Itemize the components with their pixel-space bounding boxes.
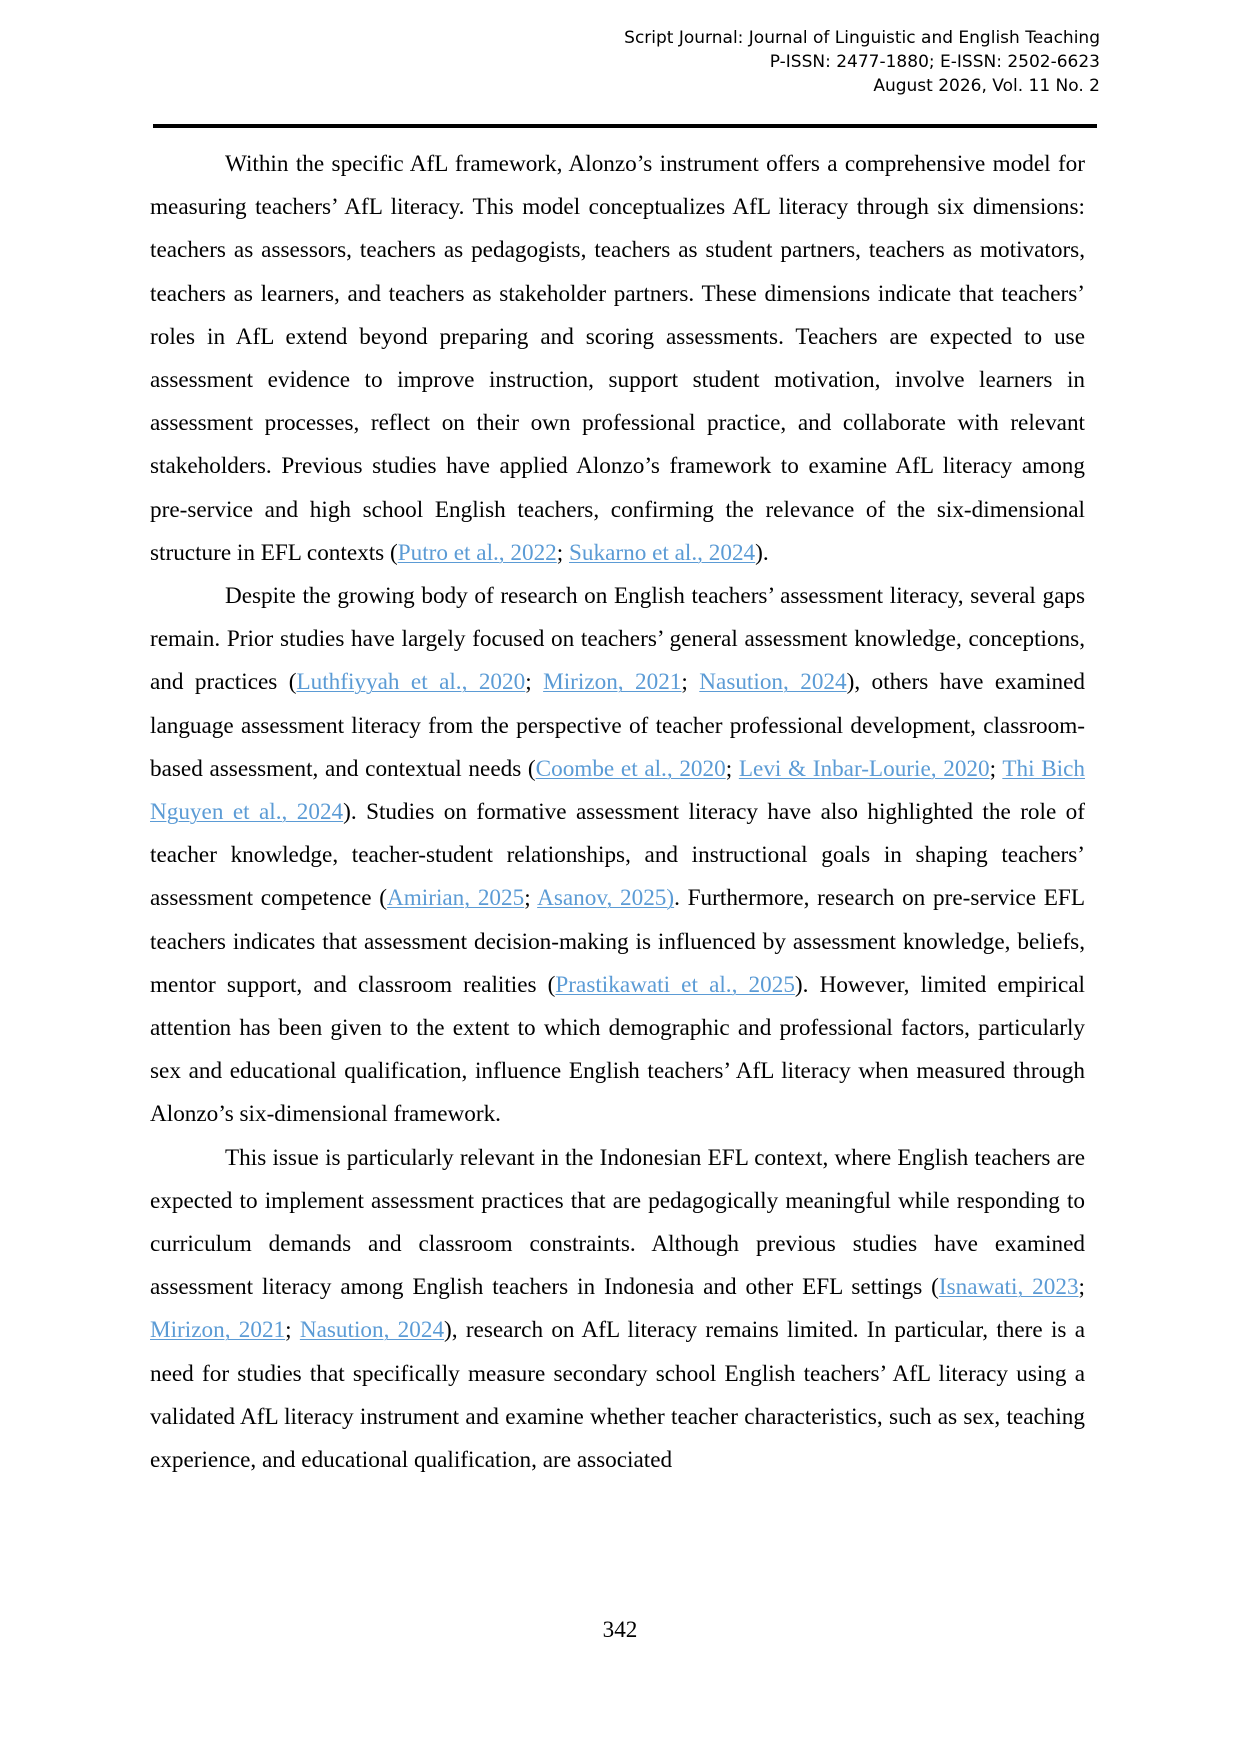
citation-link[interactable]: Sukarno et al., 2024 bbox=[569, 539, 756, 566]
citation-link[interactable]: Coombe et al., 2020 bbox=[535, 755, 726, 782]
citation-link[interactable]: Isnawati, 2023 bbox=[938, 1274, 1079, 1301]
header-divider bbox=[153, 124, 1097, 128]
citation-link[interactable]: Thi Bich Nguyen et al., 2024 bbox=[150, 755, 1086, 826]
citation-link[interactable]: Prastikawati et al., 2025 bbox=[555, 971, 795, 998]
citation-link[interactable]: Amirian, 2025 bbox=[387, 885, 525, 912]
article-body: Within the specific AfL framework, Alonz… bbox=[150, 143, 1085, 1482]
page-number: 342 bbox=[602, 1617, 638, 1643]
citation-link[interactable]: Mirizon, 2021 bbox=[150, 1317, 286, 1344]
citation-link[interactable]: Levi & Inbar-Lourie, 2020 bbox=[738, 755, 990, 782]
journal-header: Script Journal: Journal of Linguistic an… bbox=[400, 26, 1100, 98]
paragraph-3: This issue is particularly relevant in t… bbox=[150, 1144, 1085, 1474]
paragraph-2: Despite the growing body of research on … bbox=[150, 583, 1086, 1128]
citation-link[interactable]: Nasution, 2024 bbox=[299, 1317, 445, 1344]
citation-link[interactable]: Mirizon, 2021 bbox=[543, 669, 682, 696]
journal-issue: August 2026, Vol. 11 No. 2 bbox=[873, 76, 1100, 96]
citation-link[interactable]: Asanov, 2025) bbox=[537, 885, 675, 912]
citation-link[interactable]: Putro et al., 2022 bbox=[397, 539, 557, 566]
citation-link[interactable]: Luthfiyyah et al., 2020 bbox=[296, 669, 526, 696]
journal-title: Script Journal: Journal of Linguistic an… bbox=[624, 28, 1100, 48]
citation-link[interactable]: Nasution, 2024 bbox=[699, 669, 847, 696]
paragraph-1: Within the specific AfL framework, Alonz… bbox=[150, 151, 1085, 566]
journal-issn: P-ISSN: 2477-1880; E-ISSN: 2502-6623 bbox=[769, 52, 1100, 72]
